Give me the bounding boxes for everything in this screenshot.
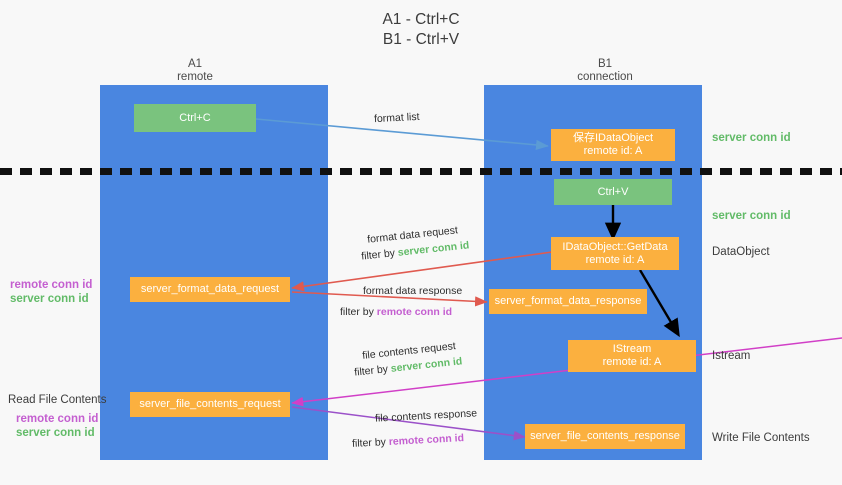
column-header-a1: A1 remote	[177, 58, 213, 83]
node-server-format-data-request[interactable]: server_format_data_request	[130, 277, 290, 302]
edge-label-file-contents-response: file contents response	[374, 407, 478, 425]
filter-value-remote-conn-id: remote conn id	[388, 432, 465, 448]
left-label-read-file-contents: Read File Contents	[8, 394, 107, 406]
edge-label-format-list: format list	[373, 110, 420, 126]
node-istream[interactable]: IStream remote id: A	[568, 340, 696, 372]
left-label-remote-conn-id-upper: remote conn id	[10, 279, 93, 291]
node-save-idataobject[interactable]: 保存IDataObject remote id: A	[551, 129, 675, 161]
filter-prefix: filter by	[360, 246, 399, 263]
column-header-b1: B1 connection	[577, 58, 633, 83]
left-label-server-conn-id-lower: server conn id	[16, 427, 95, 439]
node-server-file-contents-request[interactable]: server_file_contents_request	[130, 392, 290, 417]
node-server-file-contents-response[interactable]: server_file_contents_response	[525, 424, 685, 449]
node-ctrl-c[interactable]: Ctrl+C	[134, 104, 256, 132]
node-server-format-data-response[interactable]: server_format_data_response	[489, 289, 647, 314]
filter-prefix: filter by	[351, 436, 390, 450]
filter-prefix: filter by	[353, 362, 392, 379]
filter-prefix: filter by	[340, 306, 377, 318]
edge-label-format-data-response: format data response	[363, 285, 463, 297]
right-label-server-conn-id-top: server conn id	[712, 132, 791, 144]
right-label-dataobject: DataObject	[712, 246, 770, 258]
left-label-remote-conn-id-lower: remote conn id	[16, 413, 99, 425]
right-label-istream: Istream	[712, 350, 751, 362]
edge-label-file-contents-response-filter: filter by remote conn id	[352, 431, 465, 451]
right-label-server-conn-id-second: server conn id	[712, 210, 791, 222]
edge-label-format-data-response-filter: filter by remote conn id	[340, 305, 452, 319]
right-label-write-file-contents: Write File Contents	[712, 432, 810, 444]
filter-value-remote-conn-id: remote conn id	[376, 306, 453, 318]
phase-separator	[0, 168, 842, 175]
left-label-server-conn-id-upper: server conn id	[10, 293, 89, 305]
diagram-title: A1 - Ctrl+C B1 - Ctrl+V	[382, 11, 460, 48]
node-ctrl-v[interactable]: Ctrl+V	[554, 179, 672, 205]
node-idataobject-getdata[interactable]: IDataObject::GetData remote id: A	[551, 237, 679, 270]
